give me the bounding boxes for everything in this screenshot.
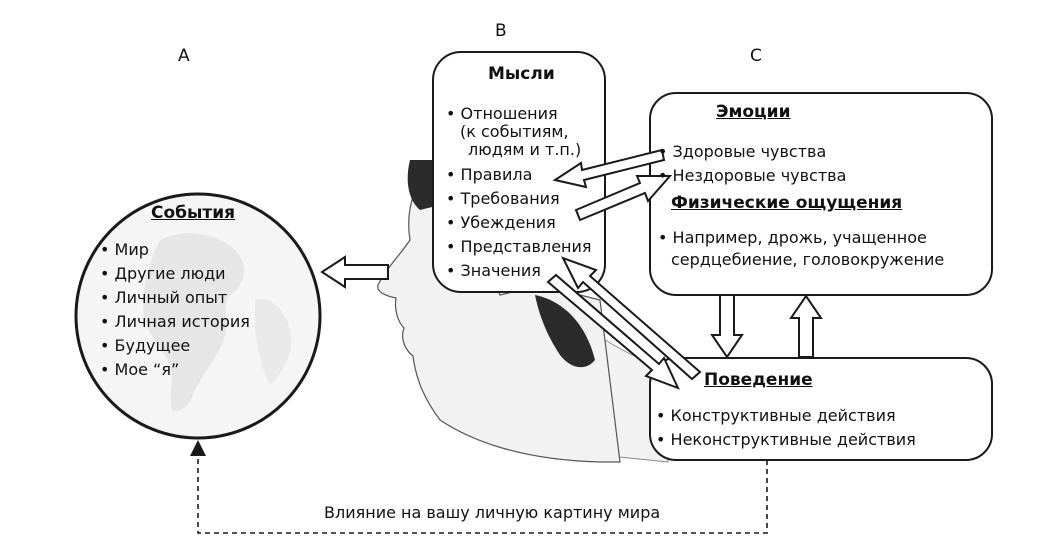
behavior-item: Неконструктивные действия (656, 428, 916, 452)
physical-text: Например, дрожь, учащенное (672, 228, 927, 247)
physical-line1: • Например, дрожь, учащенное (658, 228, 927, 247)
thoughts-attitudes-line2: (к событиям, (460, 122, 569, 141)
arrow-emotions-to-behavior (710, 294, 744, 359)
emotions-title: Эмоции (716, 102, 791, 122)
thoughts-item: Правила (446, 163, 592, 187)
thoughts-attitudes-text: Отношения (460, 104, 558, 123)
label-c: C (750, 46, 762, 66)
back-hair-shape (535, 295, 595, 368)
events-item: Мир (100, 238, 250, 262)
emotions-list: Здоровые чувства Нездоровые чувства (658, 140, 847, 188)
label-a: A (178, 46, 190, 66)
feedback-dashed-line (190, 440, 768, 534)
events-title: События (151, 203, 236, 223)
thoughts-title: Мысли (488, 64, 555, 84)
events-item: Личный опыт (100, 286, 250, 310)
behavior-item: Конструктивные действия (656, 404, 916, 428)
emotions-item: Здоровые чувства (658, 140, 846, 164)
label-b: B (495, 21, 507, 41)
feedback-label: Влияние на вашу личную картину мира (320, 503, 665, 523)
behavior-list: Конструктивные действия Неконструктивные… (656, 404, 916, 452)
emotions-item: Нездоровые чувства (658, 164, 847, 188)
events-item: Будущее (100, 334, 250, 358)
events-item: Мое “я” (100, 358, 250, 382)
events-item: Другие люди (100, 262, 250, 286)
arrow-behavior-to-emotions (789, 294, 823, 358)
physical-title: Физические ощущения (671, 193, 903, 213)
thoughts-item: Требования (446, 187, 592, 211)
hair-shape (407, 160, 440, 210)
arrow-meanings-to-behavior (546, 273, 680, 390)
thoughts-item: Значения (446, 259, 592, 283)
thoughts-attitudes-line3: людям и т.п.) (468, 140, 582, 159)
events-item: Личная история (100, 310, 250, 334)
thoughts-list: Правила Требования Убеждения Представлен… (446, 163, 592, 283)
physical-line2: сердцебиение, головокружение (671, 250, 945, 269)
events-list: Мир Другие люди Личный опыт Личная истор… (100, 238, 250, 382)
thoughts-item: Представления (446, 235, 592, 259)
arrow-thoughts-to-events (320, 255, 389, 289)
globe-continent-2 (255, 299, 292, 385)
behavior-title: Поведение (704, 370, 813, 390)
thoughts-attitudes-line1: • Отношения (446, 104, 558, 123)
thoughts-item: Убеждения (446, 211, 592, 235)
